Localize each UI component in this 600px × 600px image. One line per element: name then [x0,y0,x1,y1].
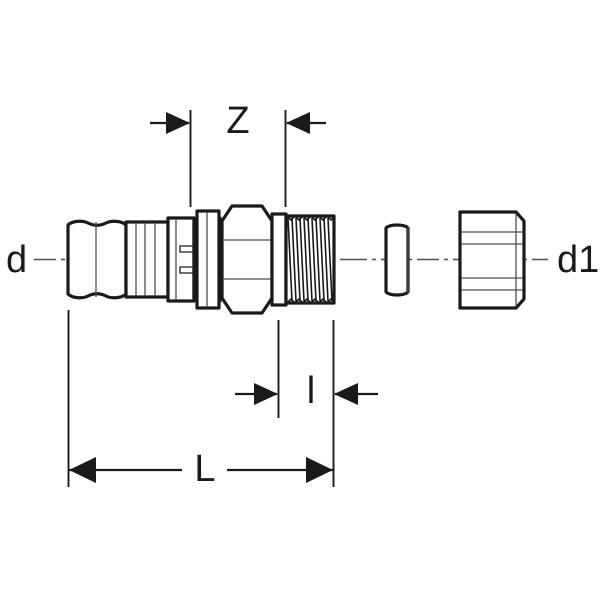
l-arrow-right [334,383,358,405]
z-arrow-right [286,112,310,134]
hex-nut [220,204,274,315]
thread-flanks [287,217,333,302]
L-arrow-right [306,457,333,483]
dimension-l-small: l [235,320,378,487]
dimension-z: Z [150,100,326,207]
sealing-ring [384,223,410,297]
union-nut-body [458,210,526,310]
male-thread [270,212,336,307]
dimension-label-L: L [194,448,215,490]
hex-nut-body [220,204,274,315]
press-body [124,209,222,310]
thread-shoulder [270,212,288,307]
press-body-band-b [166,216,196,303]
press-body-band-a [124,220,170,299]
l-arrow-left [254,383,278,405]
press-sleeve [66,219,128,300]
z-arrow-left [166,112,190,134]
diameter-label-d: d [6,239,27,281]
press-sleeve-body [66,219,128,300]
callout-d: d [6,239,27,281]
collar-flange [195,209,221,310]
dimension-label-l: l [307,370,315,412]
L-arrow-left [69,457,96,483]
thread-crests-top [286,214,335,222]
dimension-label-z: Z [226,100,249,142]
thread-crests-bottom [286,297,335,305]
callout-d1: d1 [557,239,599,281]
diameter-label-d1: d1 [557,239,599,281]
sealing-ring-body [384,223,410,297]
dimension-l-large: L [67,310,333,490]
union-nut [458,210,526,310]
